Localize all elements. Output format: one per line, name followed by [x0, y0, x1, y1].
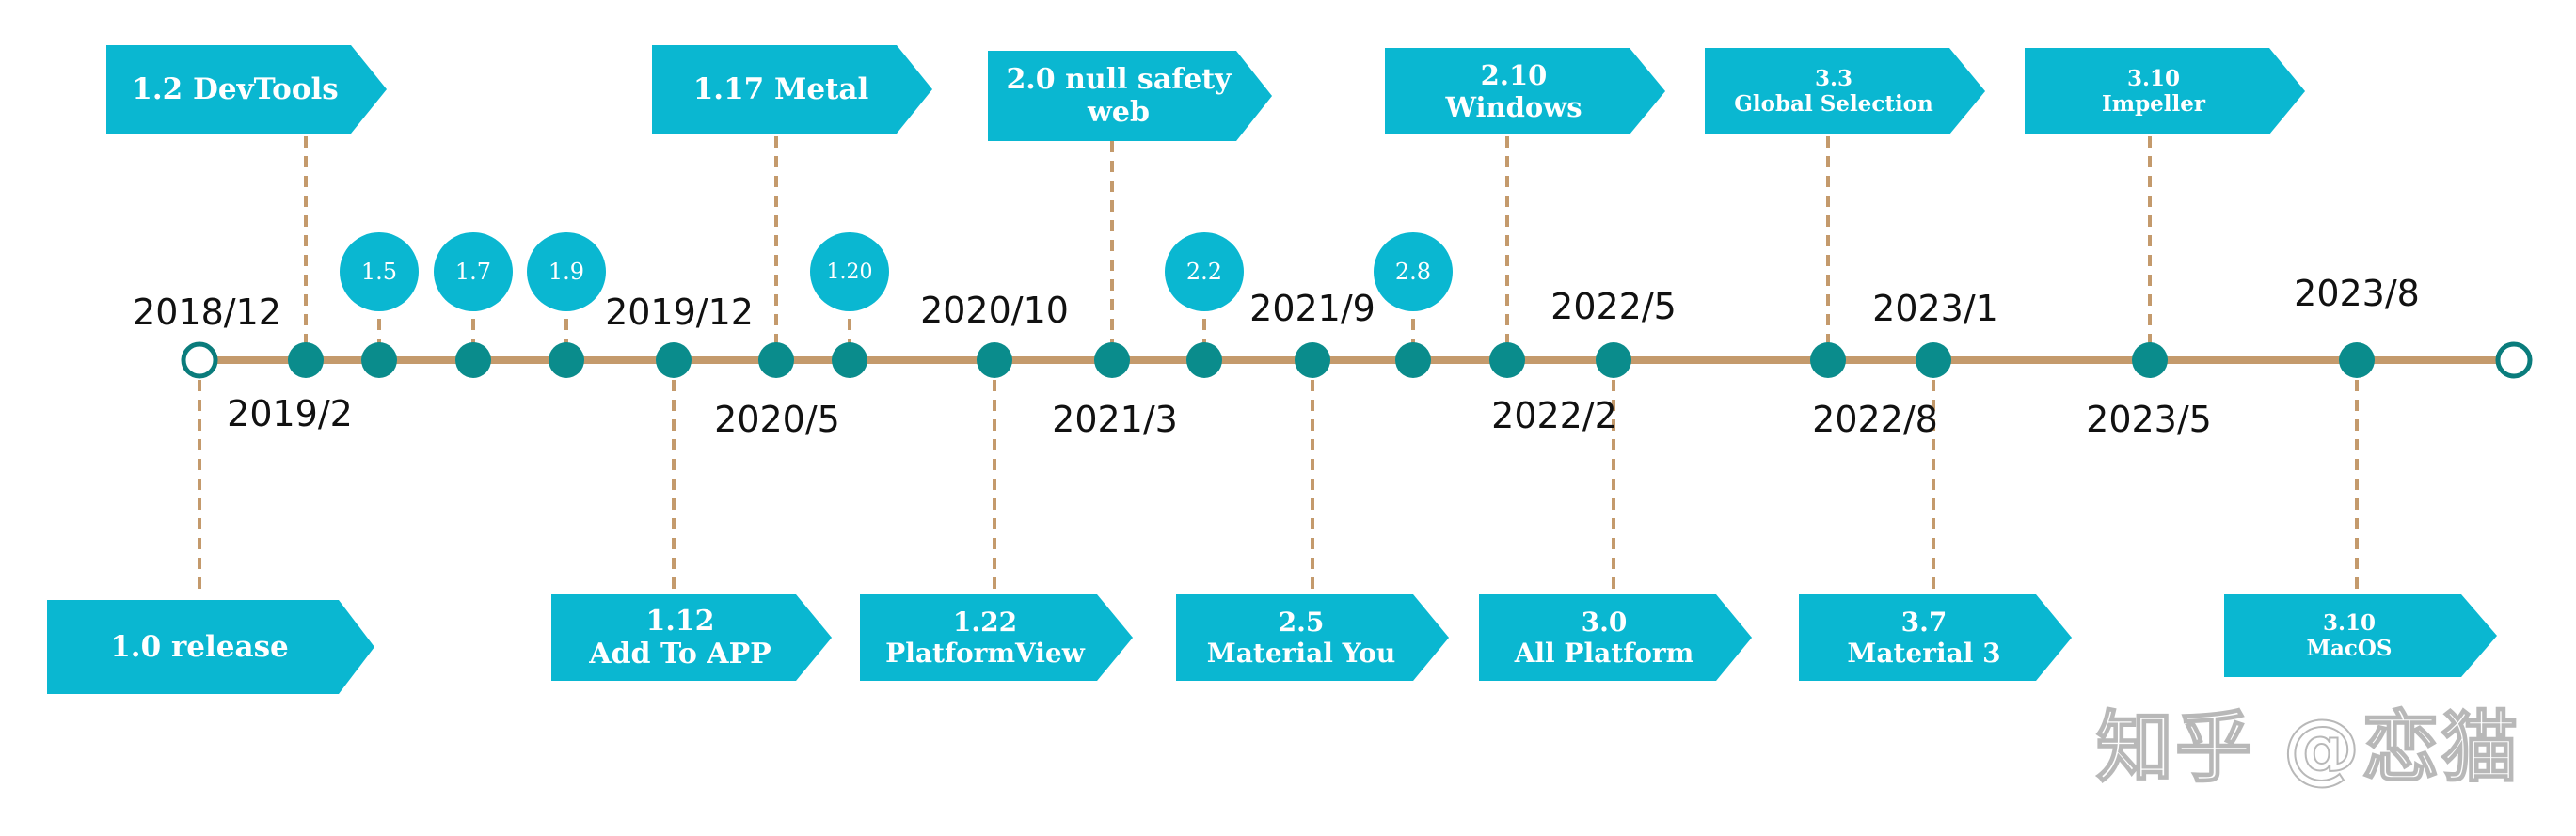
flag-add-to-app: 1.12 Add To APP [551, 594, 832, 681]
timeline-start-cap [181, 341, 218, 379]
flag-impeller-line1: 3.10 [2126, 65, 2181, 91]
date-label-2023-8: 2023/8 [2294, 273, 2420, 314]
dot-1-5 [361, 342, 397, 378]
date-label-2021-9: 2021/9 [1249, 288, 1375, 329]
date-label-2022-2: 2022/2 [1491, 395, 1617, 436]
dot-2020-5 [758, 342, 794, 378]
date-label-2021-3: 2021/3 [1052, 399, 1178, 440]
flag-null-safety-line1: 2.0 null safety [1006, 62, 1232, 96]
dot-2022-8 [1810, 342, 1846, 378]
flag-global-selection: 3.3 Global Selection [1705, 48, 1985, 134]
flag-impeller-line2: Impeller [2101, 91, 2206, 117]
flag-macos: 3.10 MacOS [2224, 594, 2497, 677]
flag-impeller: 3.10 Impeller [2025, 48, 2305, 134]
flag-global-selection-line2: Global Selection [1734, 91, 1933, 117]
dot-2020-10 [977, 342, 1012, 378]
flag-all-platform: 3.0 All Platform [1479, 594, 1752, 681]
date-label-2023-1: 2023/1 [1872, 288, 1998, 329]
flag-platform-view: 1.22 PlatformView [860, 594, 1133, 681]
flag-metal-line1: 1.17 Metal [692, 71, 869, 106]
flag-material-you: 2.5 Material You [1176, 594, 1449, 681]
dot-1-7 [455, 342, 491, 378]
zhihu-watermark: 知乎 @恋猫 [2095, 702, 2520, 794]
flag-material-3-line1: 3.7 [1900, 606, 1948, 638]
dot-2023-5 [2132, 342, 2168, 378]
timeline-end-cap [2495, 341, 2533, 379]
date-label-2022-5: 2022/5 [1550, 286, 1677, 327]
dot-2021-9 [1295, 342, 1330, 378]
flag-add-to-app-line1: 1.12 [645, 604, 715, 638]
flag-null-safety-line2: web [1088, 96, 1150, 129]
flag-global-selection-line1: 3.3 [1814, 65, 1852, 91]
dot-2022-5 [1596, 342, 1631, 378]
flag-platform-view-line2: PlatformView [885, 638, 1085, 669]
flag-devtools: 1.2 DevTools [106, 45, 387, 134]
flag-windows-line1: 2.10 [1480, 58, 1548, 91]
dot-1-20 [832, 342, 867, 378]
flag-material-you-line1: 2.5 [1278, 606, 1325, 638]
dot-2022-2 [1489, 342, 1525, 378]
flag-windows-line2: Windows [1445, 91, 1582, 123]
dot-1-9 [549, 342, 584, 378]
flag-material-3: 3.7 Material 3 [1799, 594, 2072, 681]
date-label-2020-5: 2020/5 [714, 399, 840, 440]
date-label-2019-2: 2019/2 [227, 393, 353, 434]
bubble-1-5: 1.5 [340, 232, 419, 311]
flag-add-to-app-line2: Add To APP [589, 638, 771, 670]
dot-2023-8 [2339, 342, 2375, 378]
bubble-1-7: 1.7 [434, 232, 513, 311]
flag-null-safety: 2.0 null safety web [988, 51, 1272, 141]
date-label-2019-12: 2019/12 [605, 292, 754, 333]
flag-material-you-line2: Material You [1206, 638, 1396, 669]
flag-macos-line2: MacOS [2306, 636, 2393, 661]
dot-2021-3 [1094, 342, 1130, 378]
flag-release: 1.0 release [47, 600, 374, 694]
flag-all-platform-line1: 3.0 [1581, 606, 1628, 638]
bubble-1-20: 1.20 [810, 232, 889, 311]
date-label-2022-8: 2022/8 [1812, 399, 1938, 440]
flag-devtools-line1: 1.2 DevTools [132, 71, 339, 106]
dot-2-2 [1186, 342, 1222, 378]
dot-2023-1 [1916, 342, 1951, 378]
date-label-2018-12: 2018/12 [133, 292, 281, 333]
flag-macos-line1: 3.10 [2322, 609, 2377, 636]
bubble-1-9: 1.9 [527, 232, 606, 311]
dot-2-8 [1395, 342, 1431, 378]
flag-metal: 1.17 Metal [652, 45, 932, 134]
flag-material-3-line2: Material 3 [1847, 638, 2001, 669]
dot-2019-12 [656, 342, 692, 378]
flag-release-line1: 1.0 release [110, 629, 289, 664]
bubble-2-8: 2.8 [1374, 232, 1453, 311]
date-label-2020-10: 2020/10 [920, 290, 1069, 331]
dot-2019-2 [288, 342, 324, 378]
flag-all-platform-line2: All Platform [1514, 638, 1694, 669]
flag-windows: 2.10 Windows [1385, 48, 1665, 134]
bubble-2-2: 2.2 [1165, 232, 1244, 311]
date-label-2023-5: 2023/5 [2086, 399, 2212, 440]
flag-platform-view-line1: 1.22 [952, 606, 1018, 638]
